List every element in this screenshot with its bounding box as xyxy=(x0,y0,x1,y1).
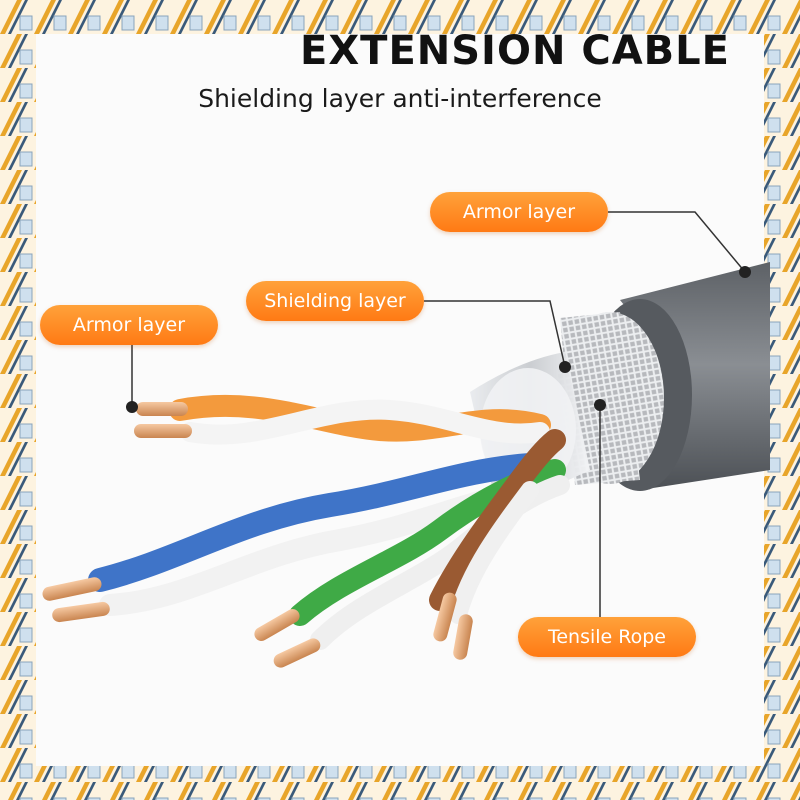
frame-border-top xyxy=(0,0,800,34)
callout-armor-layer-left: Armor layer xyxy=(40,305,218,345)
callout-tensile-rope: Tensile Rope xyxy=(518,617,696,657)
frame-border-bottom xyxy=(0,766,800,800)
wire-brown xyxy=(429,429,566,611)
page-subtitle: Shielding layer anti-interference xyxy=(198,84,602,113)
callout-shielding-layer: Shielding layer xyxy=(246,281,424,321)
wire-blue xyxy=(88,453,542,592)
callout-armor-layer-right: Armor layer xyxy=(430,192,608,232)
callout-dots xyxy=(126,266,751,413)
frame-border-left xyxy=(0,0,36,800)
copper-conductors xyxy=(42,402,473,668)
page-title: EXTENSION CABLE xyxy=(300,28,730,74)
